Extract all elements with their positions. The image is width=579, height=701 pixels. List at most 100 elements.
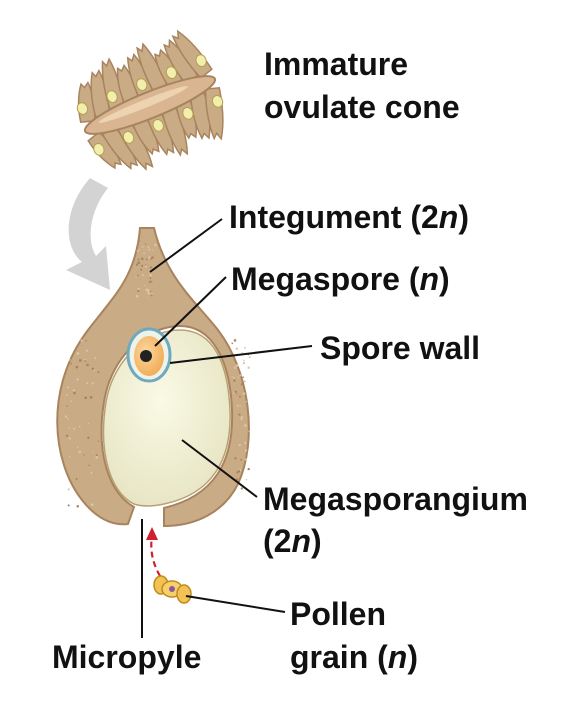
- integument-speckle: [141, 245, 144, 248]
- pollen-leader-line: [185, 595, 286, 613]
- integument-speckle: [238, 443, 241, 447]
- integument-speckle: [73, 391, 76, 395]
- integument-speckle: [237, 470, 241, 473]
- integument-speckle: [67, 417, 69, 420]
- integument-speckle: [151, 249, 154, 251]
- integument-speckle: [242, 392, 246, 395]
- integument-speckle: [145, 258, 148, 260]
- label-pollen-line1: Pollen: [290, 596, 386, 632]
- integument-speckle: [232, 392, 235, 394]
- integument-speckle: [244, 424, 247, 427]
- label-megasporangium-line2: (2n): [263, 523, 322, 559]
- integument-speckle: [236, 404, 239, 407]
- integument-speckle: [90, 503, 94, 506]
- integument-speckle: [240, 487, 243, 490]
- megaspore-leader-line: [154, 276, 227, 347]
- integument-speckle: [65, 394, 68, 396]
- label-cone-line2: ovulate cone: [264, 89, 460, 125]
- integument-speckle: [248, 430, 251, 433]
- integument-speckle: [76, 352, 80, 355]
- pollen-path-arrowhead-icon: [146, 527, 158, 540]
- cone-ovule: [211, 95, 224, 108]
- integument-speckle: [84, 360, 87, 363]
- integument-speckle: [147, 291, 150, 295]
- integument-speckle: [93, 369, 96, 372]
- integument-speckle: [240, 416, 244, 419]
- cone-scales: [77, 29, 224, 171]
- pollen-path-arrow: [150, 533, 161, 577]
- integument-speckle: [243, 380, 246, 383]
- integument-speckle: [67, 504, 70, 507]
- integument-speckle: [84, 358, 86, 361]
- integument-speckle: [234, 390, 237, 393]
- integument-speckle: [239, 405, 241, 407]
- integument-speckle: [242, 376, 244, 378]
- integument-speckle: [66, 405, 68, 407]
- integument-speckle: [238, 413, 241, 416]
- label-spore-wall: Spore wall: [320, 330, 480, 366]
- integument-speckle: [78, 450, 81, 454]
- cone-ovule: [76, 102, 89, 115]
- cone-ovule: [165, 66, 178, 79]
- integument-speckle: [235, 364, 239, 367]
- integument-speckle: [137, 239, 140, 242]
- integument-speckle: [137, 258, 140, 261]
- integument-speckle: [86, 382, 89, 385]
- integument-speckle: [242, 361, 246, 365]
- integument-speckle: [148, 280, 152, 284]
- integument-speckle: [146, 289, 150, 292]
- label-pollen-line2: grain (n): [290, 639, 418, 675]
- label-megaspore: Megaspore (n): [231, 261, 450, 297]
- ovule-illustration: [56, 227, 251, 528]
- integument-speckle: [91, 367, 95, 371]
- integument-speckle: [148, 248, 151, 251]
- cone-ovule: [182, 107, 194, 120]
- integument-speckle: [80, 339, 83, 342]
- integument-speckle: [243, 359, 245, 362]
- integument-speckle: [144, 284, 146, 287]
- integument-speckle: [233, 366, 237, 369]
- integument-speckle: [144, 264, 147, 266]
- integument-speckle: [75, 365, 79, 369]
- integument-speckle: [233, 379, 236, 382]
- integument-speckle: [95, 454, 98, 457]
- integument-speckle: [150, 294, 153, 297]
- integument-speckle: [88, 464, 91, 467]
- integument-speckle: [67, 488, 70, 491]
- integument-speckle: [247, 467, 250, 471]
- integument-shape: [56, 227, 250, 528]
- integument-speckle: [68, 437, 72, 440]
- integument-speckle: [137, 274, 139, 277]
- integument-speckle: [89, 396, 93, 399]
- cone-ovule: [136, 78, 148, 91]
- integument-speckle: [233, 377, 236, 379]
- integument-speckle: [145, 243, 147, 245]
- label-integument: Integument (2n): [229, 199, 469, 235]
- cone-ovule: [195, 54, 207, 67]
- integument-speckle: [247, 366, 250, 369]
- integument-speckle: [244, 458, 247, 461]
- integument-speckle: [245, 401, 248, 403]
- integument-speckle: [150, 280, 153, 283]
- integument-speckle: [68, 456, 71, 458]
- ovulate-cone-illustration: [76, 29, 224, 171]
- label-cone-line1: Immature: [264, 46, 408, 82]
- integument-speckle: [78, 425, 81, 428]
- cone-axis-highlight: [98, 86, 188, 123]
- integument-speckle: [135, 263, 139, 266]
- integument-speckle: [64, 415, 68, 418]
- integument-speckle: [70, 400, 72, 403]
- integument-speckle: [76, 378, 79, 381]
- integument-speckle: [94, 357, 97, 360]
- integument-speckle: [241, 352, 243, 354]
- integument-speckle: [248, 356, 251, 359]
- curved-arrow-icon: [66, 178, 110, 290]
- integument-speckle: [85, 339, 87, 342]
- integument-speckle: [244, 346, 246, 349]
- integument-speckle: [149, 290, 152, 292]
- integument-speckle: [231, 376, 233, 378]
- integument-speckle: [70, 362, 73, 365]
- integument-speckle: [85, 349, 88, 352]
- integument-speckle: [73, 427, 76, 430]
- integument-speckle: [244, 449, 248, 452]
